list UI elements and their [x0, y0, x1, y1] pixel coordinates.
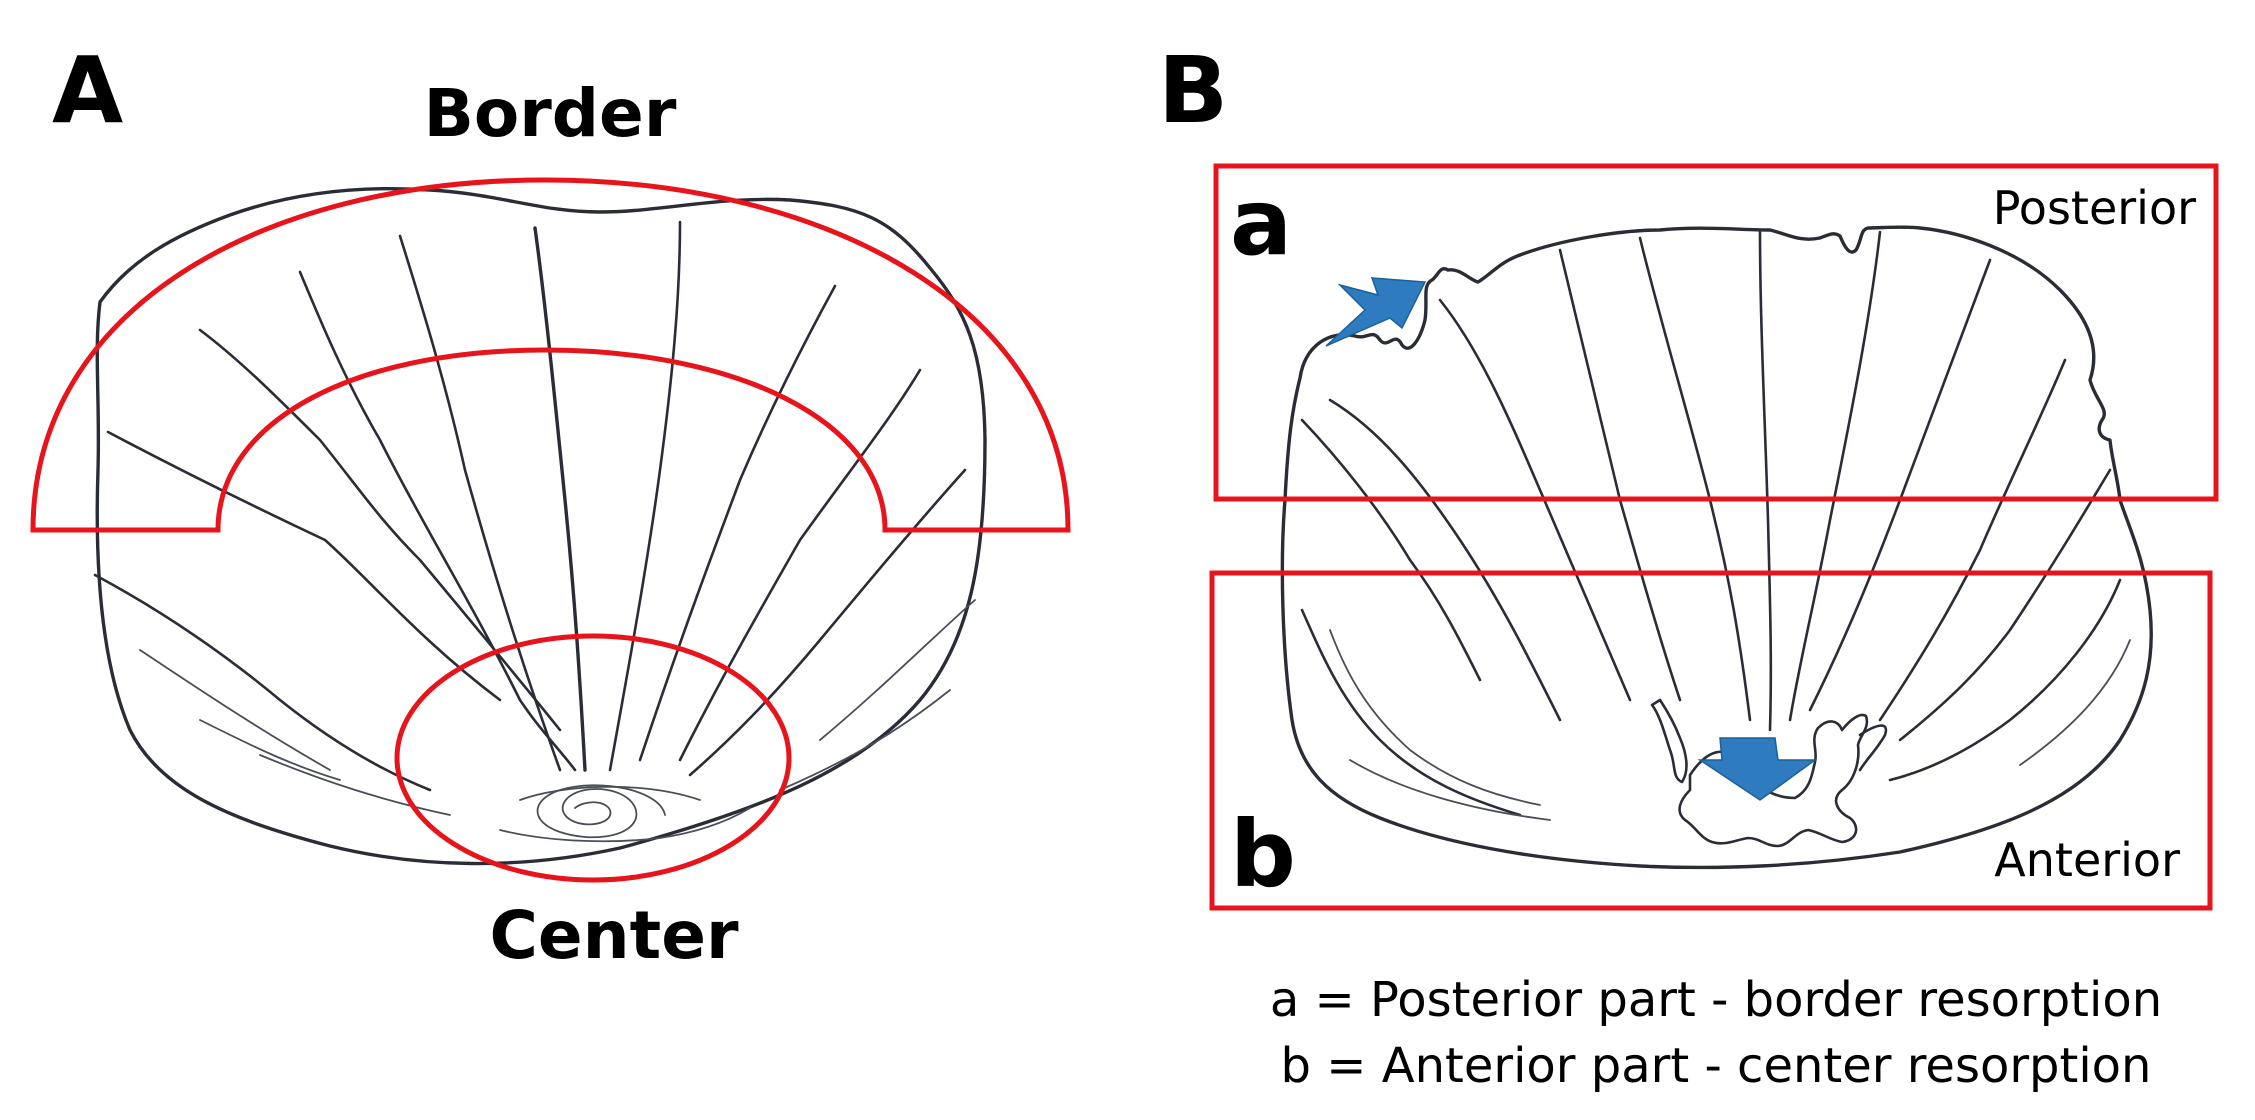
socket-outline-a — [95, 186, 987, 866]
center-arc-1 — [519, 785, 701, 801]
center-arc-2 — [499, 807, 751, 843]
ridge-b2 — [1328, 398, 1562, 722]
ridge-b6 — [1758, 230, 1773, 732]
center-spiral — [536, 784, 666, 839]
socket-sketch-b — [1280, 225, 2153, 870]
ridge-a6 — [608, 220, 682, 772]
ridge-b14 — [2019, 639, 2131, 766]
ridge-b12 — [1329, 629, 1541, 806]
legend-line-a: a = Posterior part - border resorption — [1270, 972, 2162, 1028]
ridge-a13 — [779, 689, 951, 791]
center-label: Center — [489, 897, 738, 974]
panel-a: A Border Center — [30, 37, 1071, 974]
border-region-outline — [30, 177, 1071, 533]
ridge-b7 — [1788, 230, 1882, 722]
ridge-b11 — [1300, 608, 1522, 817]
center-region-outline — [394, 633, 792, 883]
ridge-a9 — [688, 468, 967, 777]
legend-line-b: b = Anterior part - center resorption — [1281, 1038, 2152, 1094]
panel-b-letter: B — [1158, 37, 1228, 144]
ridge-b3 — [1438, 298, 1632, 702]
ridge-a11 — [139, 649, 331, 771]
ridge-b5 — [1638, 236, 1752, 722]
socket-sketch-a — [93, 186, 987, 866]
ridge-a12 — [819, 599, 976, 741]
ridge-a3 — [298, 270, 577, 772]
ridge-a5 — [533, 226, 587, 772]
panel-a-letter: A — [52, 37, 123, 144]
ridge-a7 — [638, 284, 837, 762]
socket-outline-b — [1280, 225, 2153, 870]
ridge-a14 — [259, 754, 451, 816]
resorption-channel-2 — [1858, 724, 1888, 772]
ridge-b10 — [1898, 468, 2112, 742]
ridge-a2 — [198, 328, 562, 732]
region-b-label: Anterior — [1994, 833, 2180, 887]
ridge-a15 — [199, 719, 341, 781]
ridge-a10 — [93, 573, 432, 792]
ridge-a4 — [398, 234, 562, 772]
ridge-b1 — [1300, 418, 1482, 682]
resorption-channel-1 — [1650, 698, 1688, 784]
ridge-a1 — [106, 430, 502, 702]
arrow-anterior-center — [1697, 737, 1818, 801]
region-a-label: Posterior — [1993, 181, 2196, 235]
region-a-letter: a — [1230, 169, 1292, 276]
region-b-letter: b — [1230, 801, 1296, 908]
ridge-b15 — [1349, 759, 1551, 821]
ridge-b9 — [1878, 358, 2067, 722]
resorption-cavity — [1678, 713, 1869, 848]
panel-b: B — [1158, 37, 2219, 1094]
ridge-a8 — [678, 368, 922, 762]
border-label: Border — [424, 75, 677, 152]
ridge-b13 — [1888, 578, 2122, 782]
arrow-posterior-border — [1325, 277, 1427, 347]
region-b-outline — [1209, 570, 2213, 911]
region-a-outline — [1213, 163, 2219, 502]
